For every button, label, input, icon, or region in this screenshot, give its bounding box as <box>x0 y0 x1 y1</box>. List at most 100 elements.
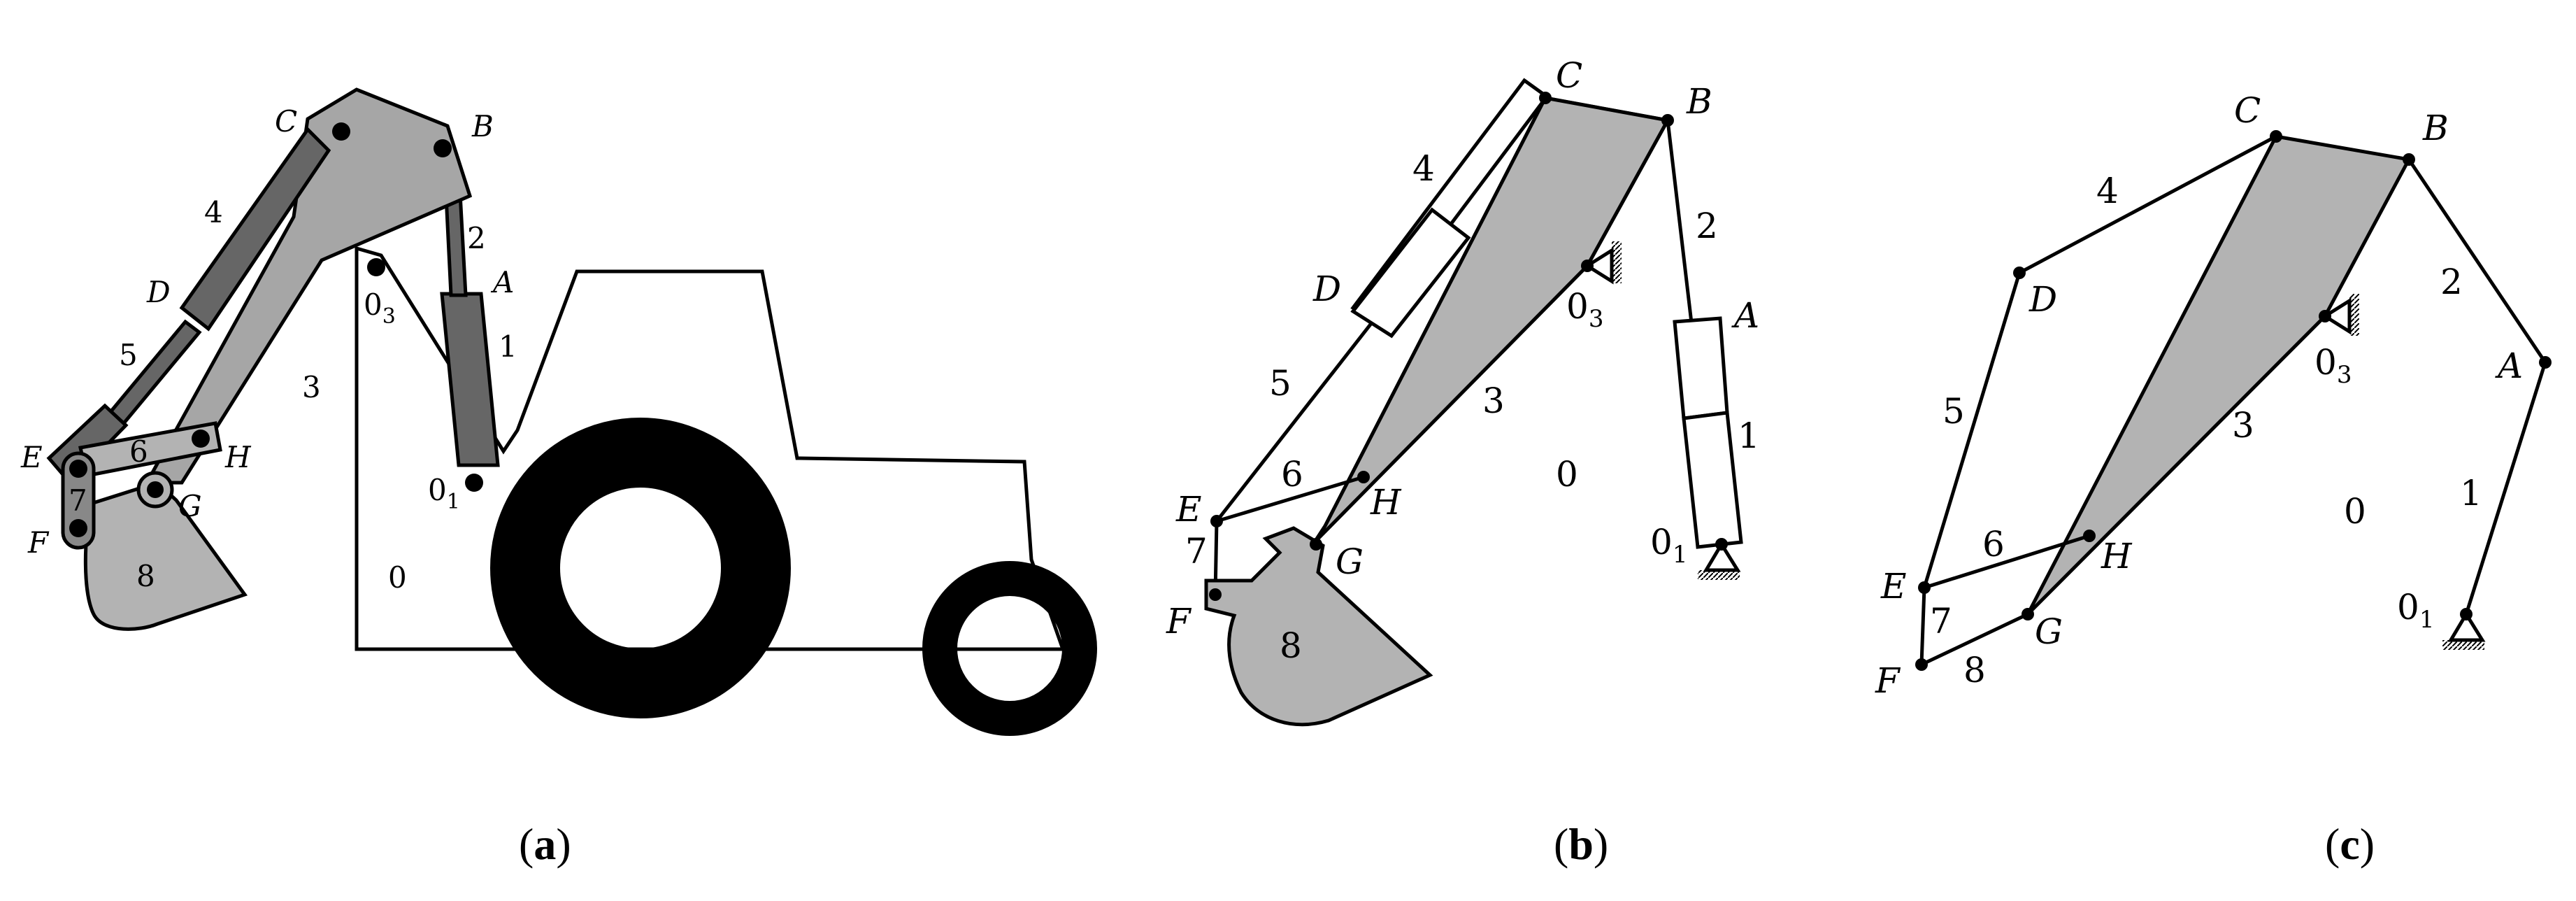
pin-F <box>69 519 87 537</box>
pin-G <box>147 481 164 498</box>
label-D: D <box>1312 269 1341 309</box>
ground-O3-hatch <box>2349 294 2359 336</box>
pin-B <box>434 139 452 157</box>
pin-F <box>1209 588 1222 601</box>
link-4-cylinder <box>179 127 331 332</box>
label-A: A <box>2495 346 2523 386</box>
label-G: G <box>1336 541 1364 582</box>
link-6 <box>1216 475 1364 523</box>
label-link-0: 0 <box>2344 491 2366 532</box>
panel-c: C B 4 2 D A 5 3 1 0 6 H E 7 G F 8 03 01 <box>1875 90 2552 701</box>
label-H: H <box>224 440 252 474</box>
link-8-bucket <box>1204 526 1433 727</box>
label-F: F <box>1166 601 1192 641</box>
label-B: B <box>471 109 494 143</box>
caption-c: (c) <box>2325 819 2375 869</box>
label-link-6: 6 <box>1982 524 2005 565</box>
label-link-8: 8 <box>1963 650 1986 690</box>
label-G: G <box>178 489 202 523</box>
link-3-boom <box>143 87 473 485</box>
panel-a: C B 2 A 1 4 D 5 3 6 7 E F G H 8 0 03 01 <box>20 87 1097 736</box>
label-link-7: 7 <box>1930 601 1952 641</box>
pin-C <box>2270 130 2282 143</box>
link-7 <box>1919 587 1926 665</box>
label-link-7: 7 <box>1185 531 1208 572</box>
label-E: E <box>1880 566 1907 606</box>
pin-C <box>1539 92 1552 104</box>
label-link-3: 3 <box>1482 381 1505 421</box>
caption-a: (a) <box>519 819 571 869</box>
pin-A <box>2539 356 2552 369</box>
pin-G <box>1310 538 1322 551</box>
label-link-2: 2 <box>2440 262 2463 302</box>
link-3-front <box>1312 96 1670 544</box>
pin-H <box>1357 471 1370 483</box>
label-link-3: 3 <box>2232 405 2254 446</box>
label-link-3: 3 <box>302 370 321 404</box>
pin-H <box>2083 530 2096 542</box>
label-link-5: 5 <box>1942 391 1965 432</box>
label-link-7: 7 <box>69 483 87 518</box>
label-O3: 03 <box>364 288 396 329</box>
link-5 <box>1922 272 2022 588</box>
label-H: H <box>1370 482 1402 523</box>
ground-O1-hatch <box>1698 570 1740 580</box>
pin-B <box>2403 153 2415 166</box>
link-1-cylinder <box>440 292 500 467</box>
label-E: E <box>20 440 43 474</box>
label-F: F <box>27 525 50 560</box>
pin-G <box>2022 608 2034 620</box>
pin-C <box>332 122 350 141</box>
front-wheel <box>922 561 1097 736</box>
label-link-0: 0 <box>1556 454 1578 495</box>
pin-O3 <box>2319 310 2331 322</box>
label-link-1: 1 <box>499 329 517 364</box>
link-2 <box>1666 120 1694 329</box>
label-F: F <box>1875 660 1901 701</box>
label-E: E <box>1175 489 1202 530</box>
label-link-6: 6 <box>129 434 148 469</box>
label-link-0: 0 <box>388 560 407 595</box>
panel-c-pins <box>1915 130 2552 671</box>
label-link-1: 1 <box>1738 416 1760 456</box>
label-O1: 01 <box>428 473 460 514</box>
link-4 <box>2018 134 2277 275</box>
link-1 <box>2464 362 2547 615</box>
pin-O3 <box>1581 260 1594 272</box>
pin-O3 <box>367 258 385 276</box>
label-C: C <box>275 104 297 139</box>
label-H: H <box>2101 536 2133 576</box>
label-link-2: 2 <box>1696 206 1718 246</box>
pin-E <box>1918 581 1931 594</box>
label-D: D <box>2028 279 2057 320</box>
pin-B <box>1661 114 1674 127</box>
pin-O1 <box>1715 538 1728 551</box>
label-O1: 01 <box>2397 587 2434 634</box>
label-O3: 03 <box>1566 286 1603 333</box>
panel-b: C B 4 2 D A 5 3 1 0 6 E H 7 G F 8 03 01 <box>1166 55 1760 727</box>
label-link-1: 1 <box>2460 473 2482 513</box>
label-link-4: 4 <box>1412 148 1435 189</box>
link-2 <box>2407 158 2547 364</box>
label-O3: 03 <box>2314 342 2352 389</box>
label-A: A <box>1731 295 1759 336</box>
pin-F <box>1915 658 1928 671</box>
ground-O1-hatch <box>2442 640 2484 650</box>
panel-b-pins <box>1209 92 1728 601</box>
link-4-cylinder-inner <box>1350 207 1471 339</box>
panel-a-pins <box>69 122 483 537</box>
ground-O3-hatch <box>1612 241 1622 283</box>
label-O1: 01 <box>1650 522 1687 569</box>
link-1-cylinder-upper <box>1673 316 1729 420</box>
label-C: C <box>1556 55 1582 96</box>
label-link-2: 2 <box>467 221 486 255</box>
label-D: D <box>146 275 171 309</box>
label-link-6: 6 <box>1281 454 1303 495</box>
pin-E <box>1210 515 1223 527</box>
label-B: B <box>2422 108 2449 148</box>
link-1-cylinder-lower <box>1682 411 1743 549</box>
label-link-5: 5 <box>1269 363 1291 404</box>
pin-D <box>2013 267 2026 279</box>
label-link-8: 8 <box>1280 625 1302 666</box>
